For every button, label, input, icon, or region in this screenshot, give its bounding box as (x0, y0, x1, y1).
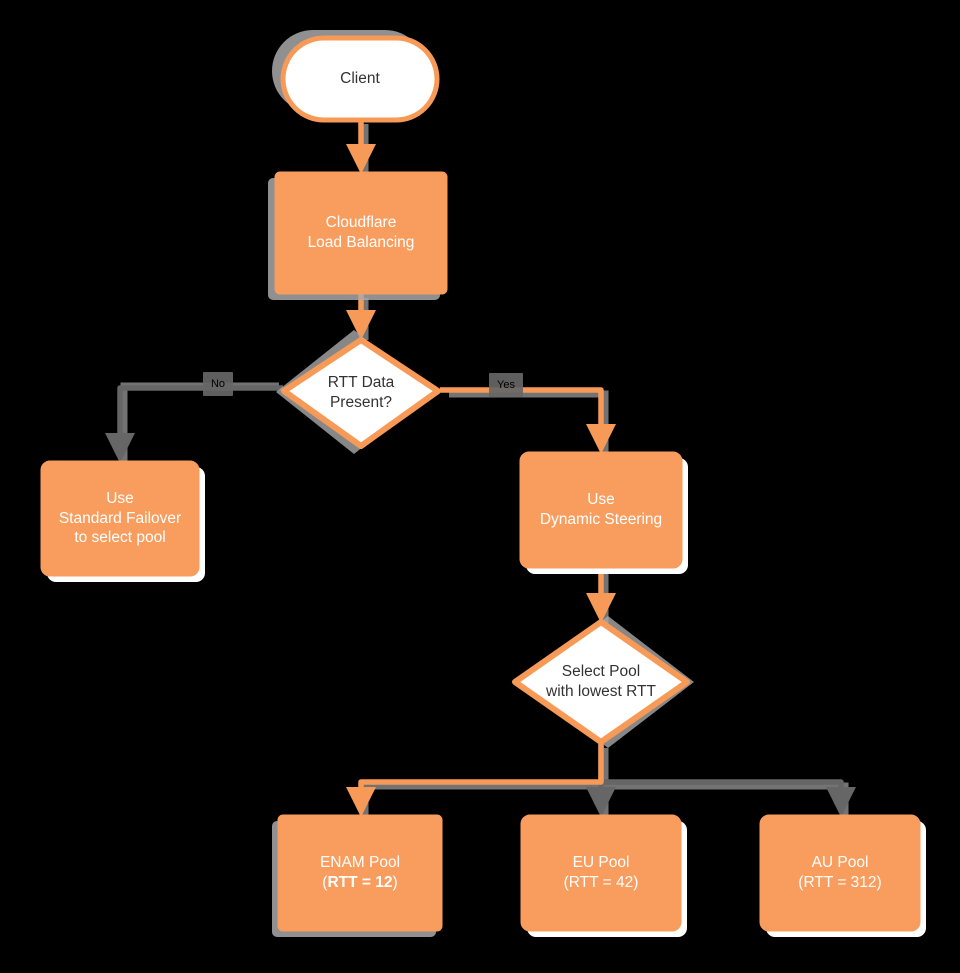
node-dynamic-steering[interactable] (519, 451, 683, 569)
edge-rtt-to-dynamic-steering (440, 387, 617, 455)
edge-label-no: No (203, 372, 233, 396)
node-eu-pool[interactable] (520, 814, 682, 932)
node-standard-failover[interactable] (40, 460, 200, 577)
node-au-pool[interactable] (759, 814, 921, 932)
edge-shadow-rtt-steering (449, 390, 609, 456)
node-rtt-data-present[interactable] (281, 337, 441, 449)
node-client[interactable] (280, 35, 440, 123)
node-enam-pool[interactable] (277, 814, 443, 932)
edge-shadow-select-au (605, 782, 849, 819)
edge-shadow-rtt-failover (120, 382, 279, 465)
edge-select-to-enam-pool (345, 744, 604, 818)
edge-shadow-layer (120, 124, 849, 819)
edge-shadow-select-enam (361, 782, 605, 819)
edge-label-yes: Yes (489, 373, 523, 397)
node-cloudflare-load-balancing[interactable] (274, 171, 448, 295)
edge-rtt-to-standard-failover (104, 385, 283, 464)
node-select-pool[interactable] (512, 619, 690, 745)
edge-select-to-au-pool (601, 779, 857, 818)
